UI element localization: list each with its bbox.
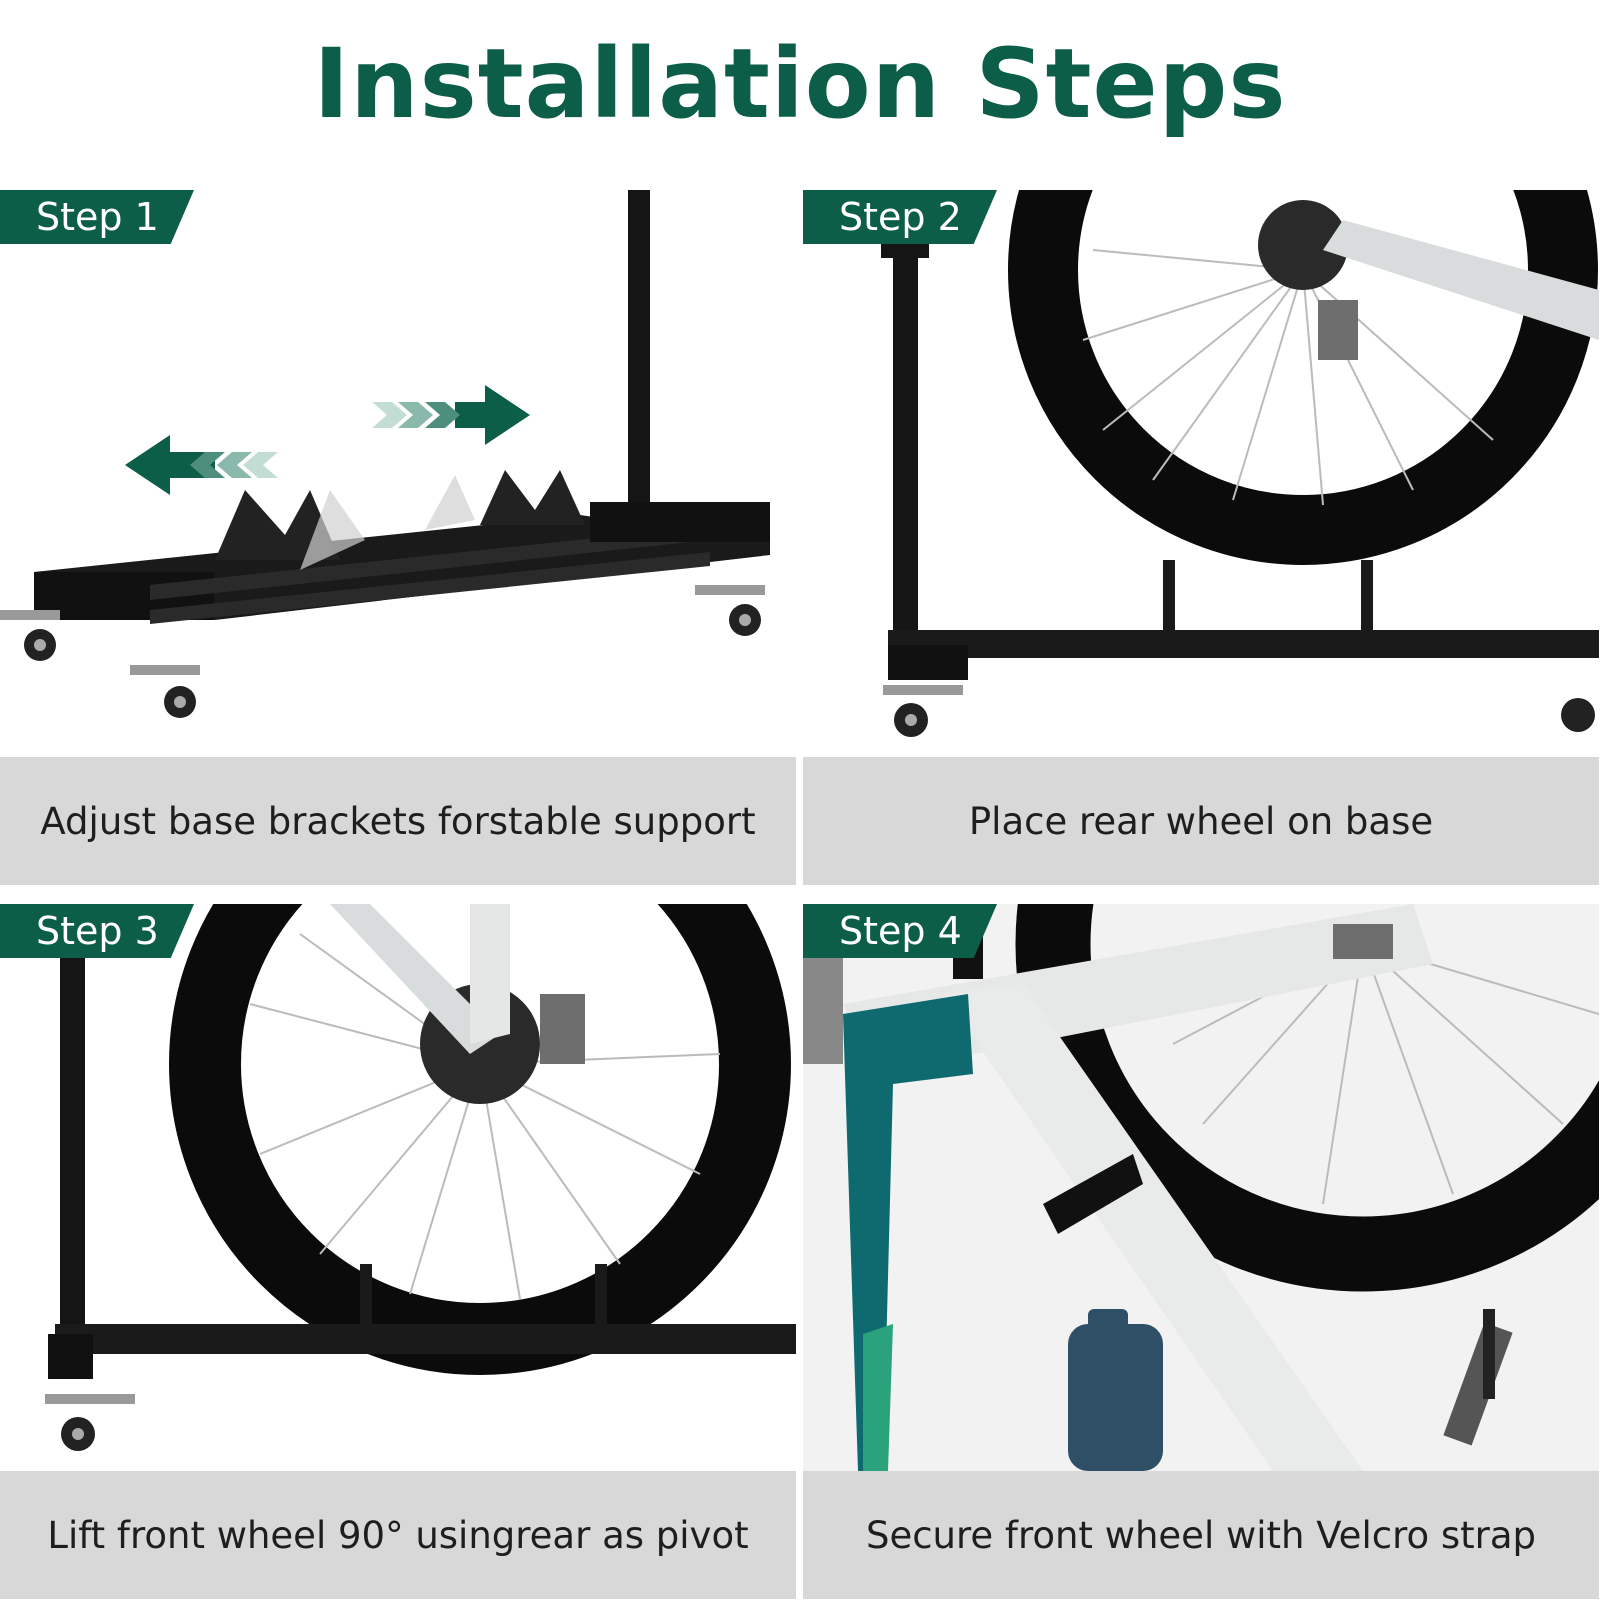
step-3-caption: Lift front wheel 90° usingrear as pivot bbox=[47, 1513, 749, 1557]
water-bottle-icon bbox=[1068, 1324, 1163, 1471]
arrow-left-icon bbox=[125, 435, 215, 495]
step-2-badge: Step 2 bbox=[803, 190, 997, 244]
velcro-strap-icon bbox=[1043, 1154, 1143, 1234]
stand-base-illustration bbox=[0, 190, 770, 718]
step-3-caption-band: Lift front wheel 90° usingrear as pivot bbox=[0, 1471, 796, 1599]
rear-wheel-illustration bbox=[881, 190, 1599, 737]
step-1-caption: Adjust base brackets forstable support bbox=[40, 799, 756, 843]
arrow-right-icon bbox=[455, 385, 530, 445]
step-4-caption: Secure front wheel with Velcro strap bbox=[865, 1513, 1537, 1557]
step-3-label: Step 3 bbox=[36, 909, 159, 953]
step-1-badge: Step 1 bbox=[0, 190, 194, 244]
step-2-panel: Step 2 Place rear wheel on base bbox=[803, 190, 1599, 888]
step-3-badge: Step 3 bbox=[0, 904, 194, 958]
step-1-label: Step 1 bbox=[36, 195, 159, 239]
step-4-caption-band: Secure front wheel with Velcro strap bbox=[803, 1471, 1599, 1599]
step-2-caption-band: Place rear wheel on base bbox=[803, 757, 1599, 885]
page-title: Installation Steps bbox=[313, 28, 1287, 140]
step-2-label: Step 2 bbox=[839, 195, 962, 239]
step-4-label: Step 4 bbox=[839, 909, 962, 953]
wheel-in-bracket-illustration bbox=[45, 904, 796, 1451]
step-4-badge: Step 4 bbox=[803, 904, 997, 958]
step-1-panel: Step 1 Adjust base brackets forstable su… bbox=[0, 190, 796, 888]
step-4-panel: Step 4 Secure front wheel with Velcro st… bbox=[803, 904, 1599, 1602]
strapped-bike-illustration bbox=[803, 904, 1599, 1471]
step-1-caption-band: Adjust base brackets forstable support bbox=[0, 757, 796, 885]
step-2-caption: Place rear wheel on base bbox=[968, 799, 1434, 843]
step-3-panel: Step 3 Lift front wheel 90° usingrear as… bbox=[0, 904, 796, 1602]
